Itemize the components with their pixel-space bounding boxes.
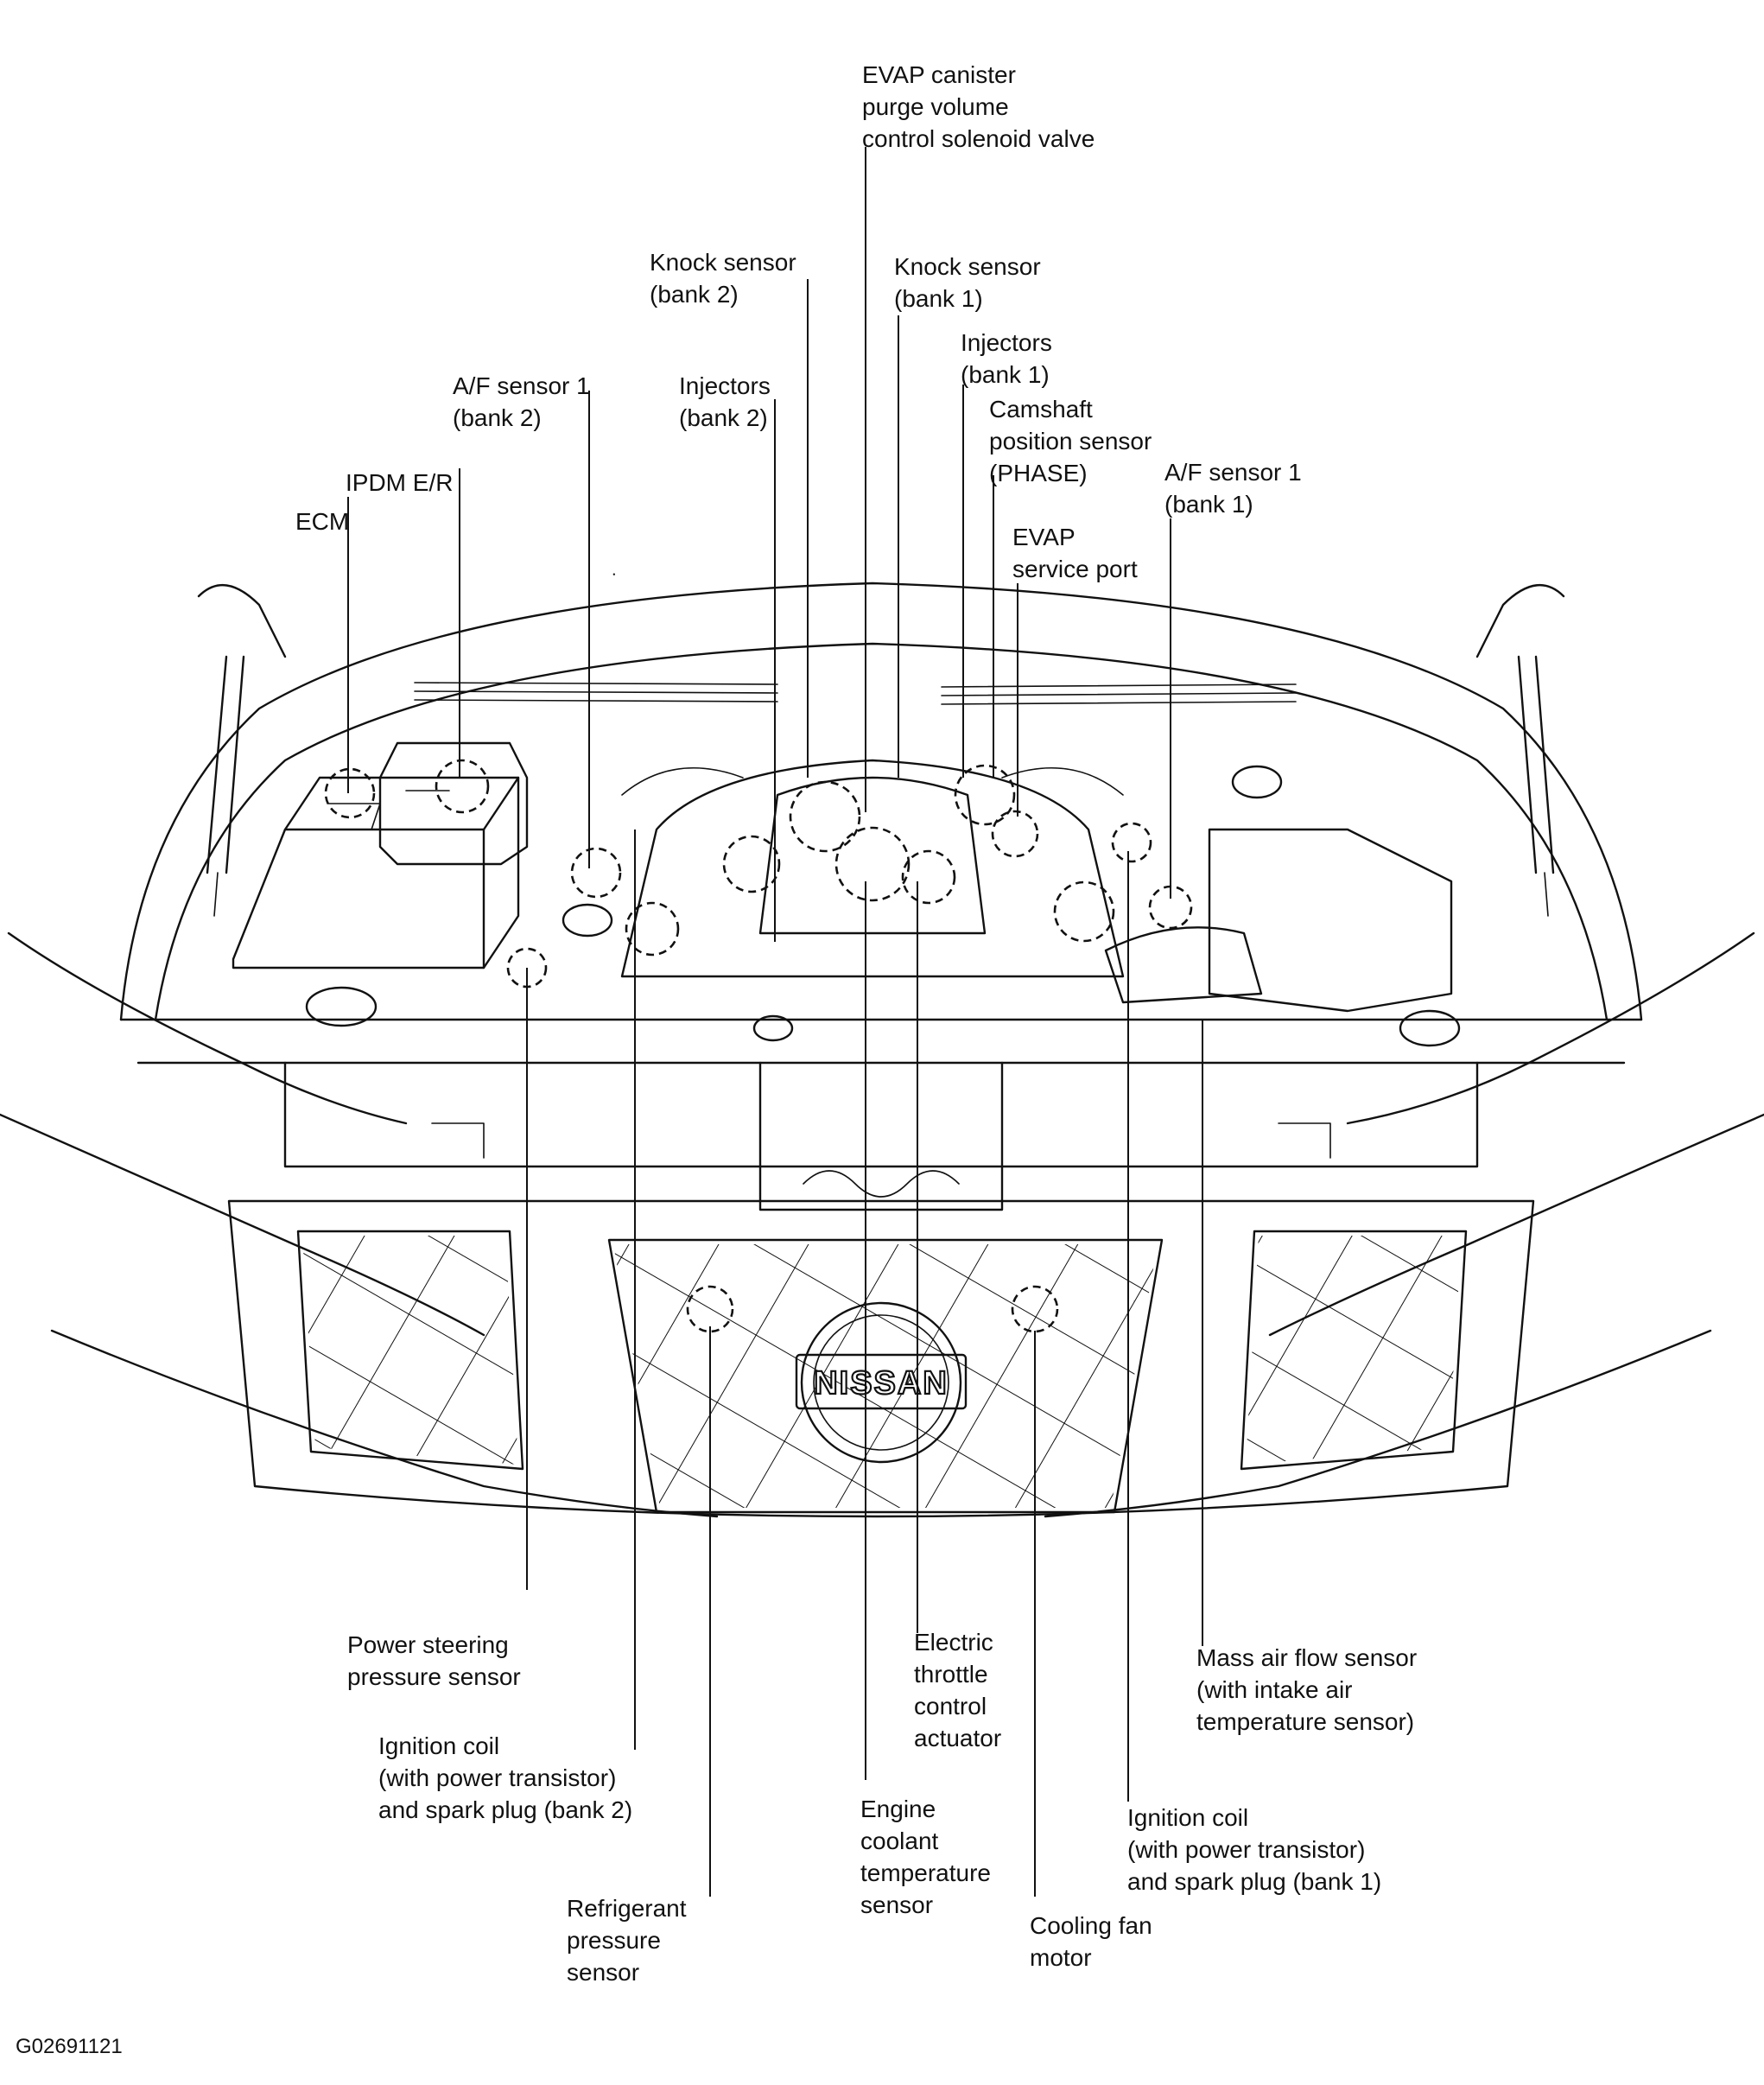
- label-knock-sensor-bank2: Knock sensor(bank 2): [650, 249, 796, 308]
- label-ipdm-er: IPDM E/R: [346, 469, 454, 496]
- svg-text:.: .: [613, 571, 615, 576]
- label-ignition-coil-bank2: Ignition coil(with power transistor)and …: [378, 1732, 633, 1823]
- grille-mesh: [302, 1236, 1462, 1508]
- label-knock-sensor-bank1: Knock sensor(bank 1): [894, 253, 1041, 312]
- label-injectors-bank1: Injectors(bank 1): [961, 329, 1052, 388]
- label-ecm: ECM: [295, 508, 350, 535]
- label-af-sensor-bank1: A/F sensor 1(bank 1): [1164, 459, 1302, 518]
- label-injectors-bank2: Injectors(bank 2): [679, 372, 771, 431]
- label-ignition-coil-bank1: Ignition coil(with power transistor)and …: [1127, 1804, 1382, 1895]
- nissan-logo-text: NISSAN: [814, 1365, 949, 1402]
- nissan-emblem: NISSAN: [795, 1301, 968, 1464]
- leader-lines: [347, 147, 1203, 1897]
- label-af-sensor-bank2: A/F sensor 1(bank 2): [453, 372, 590, 431]
- figure-id: G02691121: [16, 2035, 123, 2058]
- vehicle-body-outline: [0, 582, 1764, 1518]
